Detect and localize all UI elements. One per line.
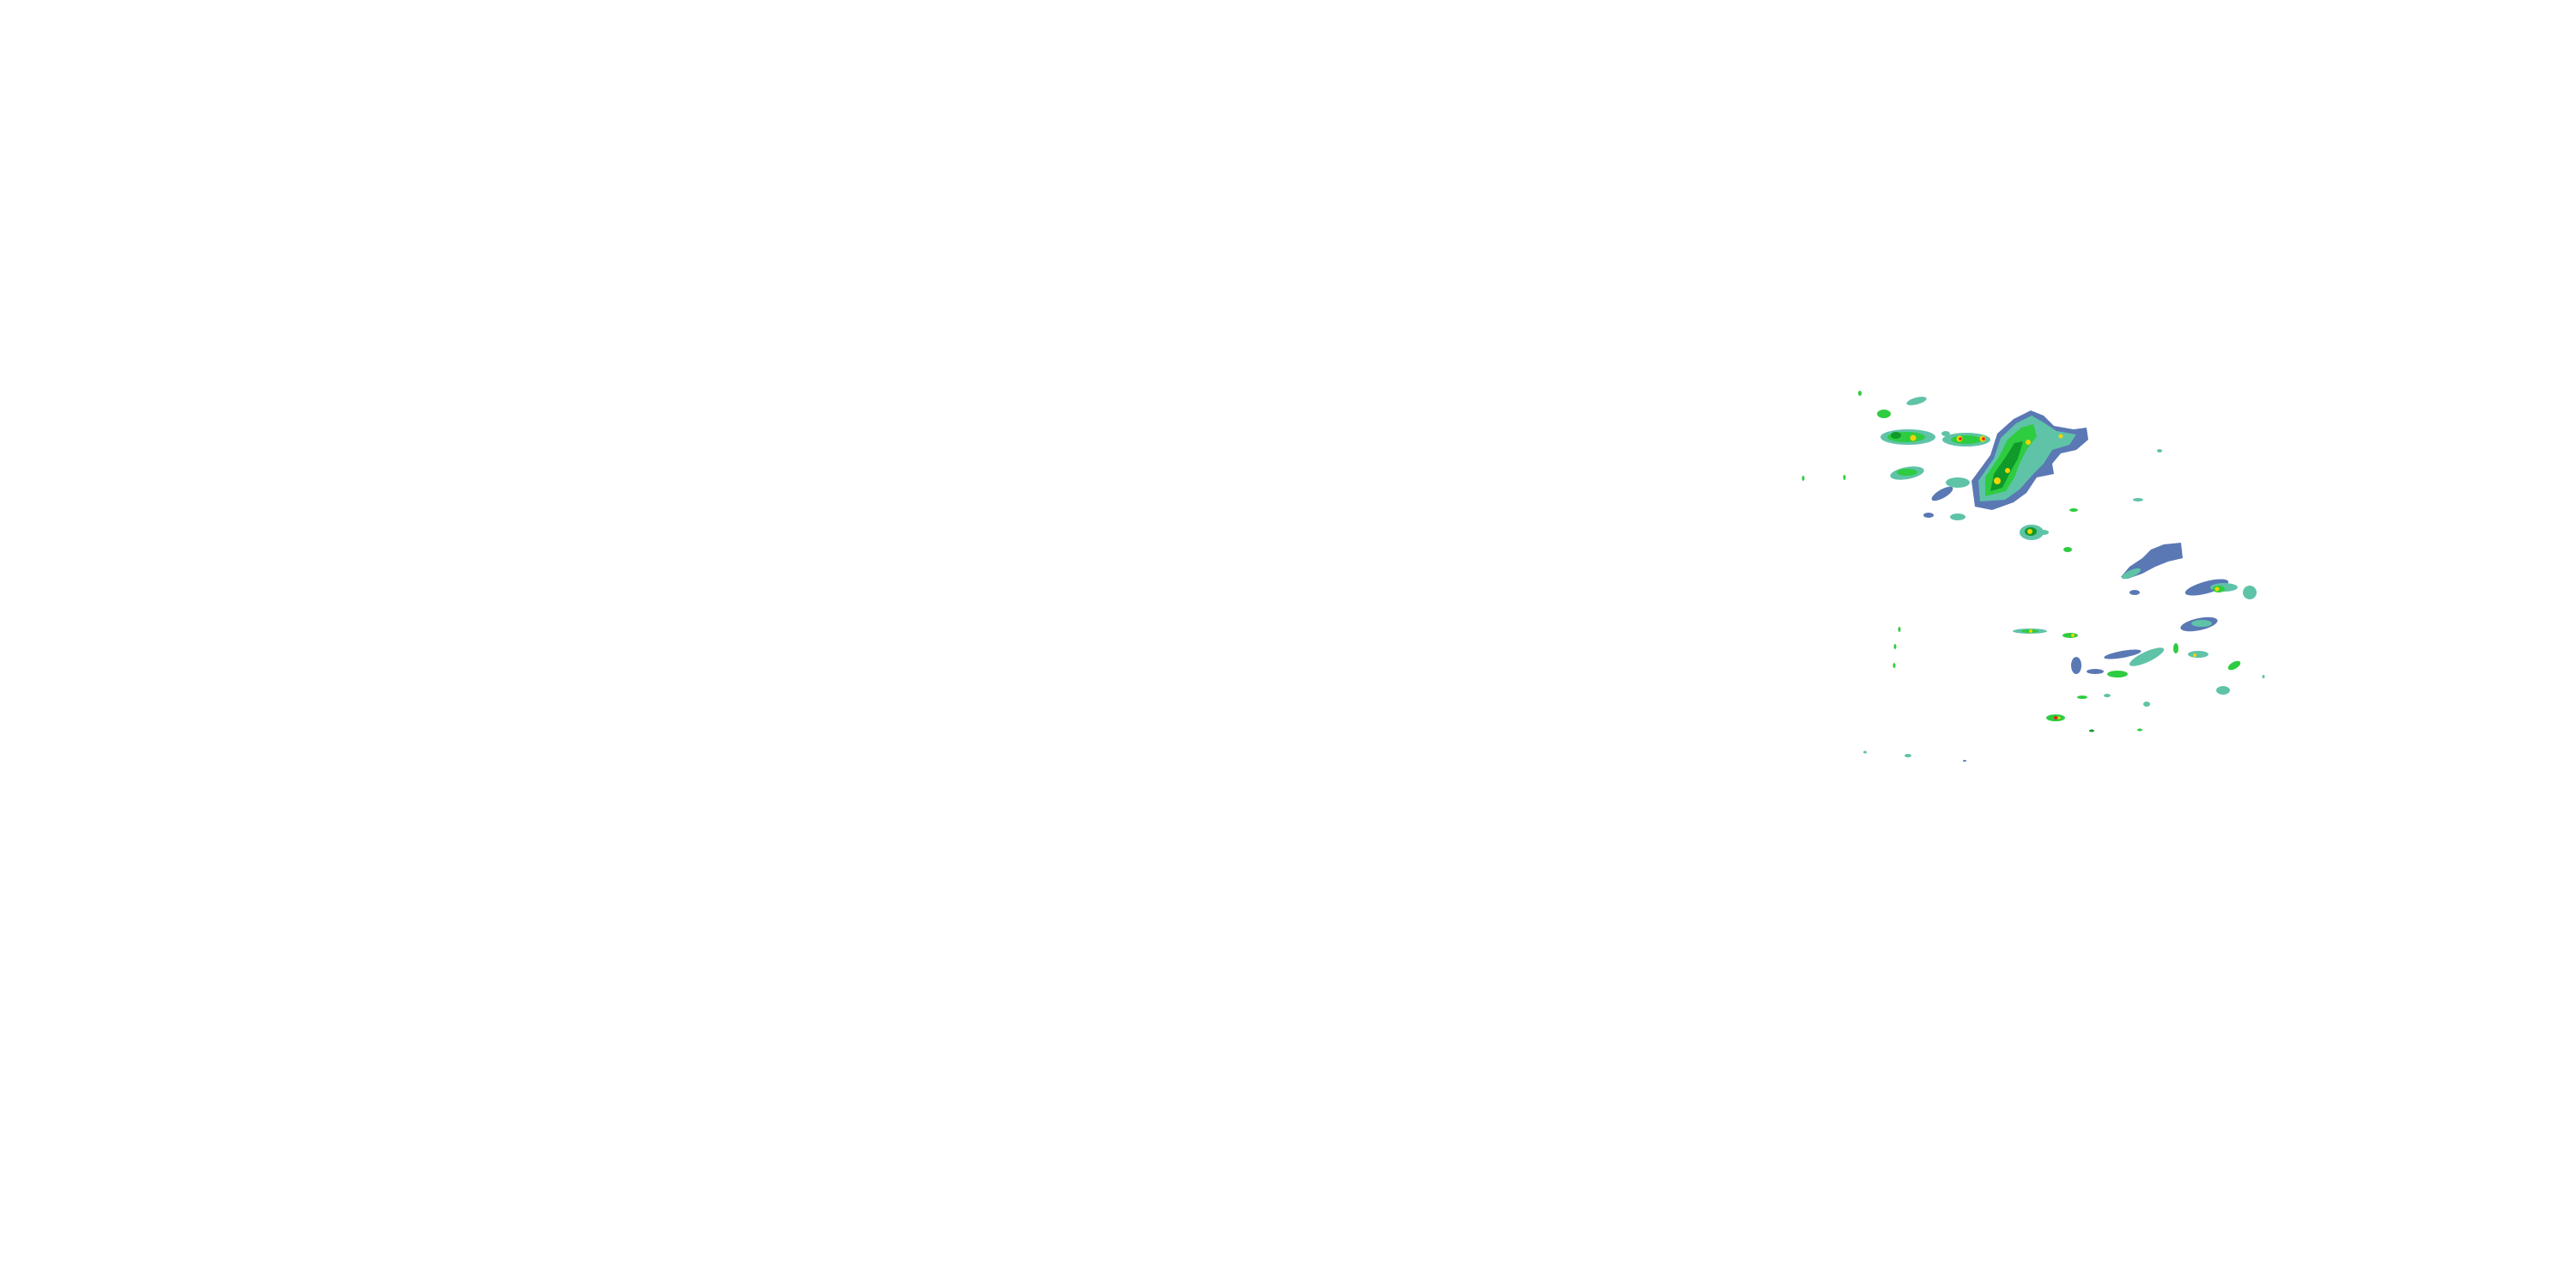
reflectivity-int [2029, 629, 2032, 633]
reflectivity-int [2071, 634, 2075, 637]
reflectivity-mod [2063, 547, 2072, 552]
precipitation-layer [1801, 391, 2265, 762]
reflectivity-low [2243, 586, 2257, 599]
reflectivity-int [1994, 477, 2001, 484]
reflectivity-int [2058, 434, 2063, 439]
storm-cells-south [2013, 629, 2241, 721]
storm-cell-main [1971, 410, 2088, 510]
reflectivity-ext [1982, 437, 1985, 440]
reflectivity-light [2087, 669, 2104, 674]
reflectivity-int [2026, 440, 2031, 445]
reflectivity-mod [2063, 633, 2078, 638]
reflectivity-heavy [1891, 432, 1901, 439]
precip-specks [1801, 391, 2265, 762]
reflectivity-low [2143, 702, 2150, 707]
reflectivity-light [2184, 579, 2229, 596]
reflectivity-mod [1843, 475, 1846, 480]
reflectivity-low [2038, 530, 2049, 535]
reflectivity-int [1910, 434, 1917, 441]
reflectivity-low [2191, 620, 2212, 627]
reflectivity-low [1905, 754, 1911, 757]
reflectivity-light [1931, 486, 1953, 501]
reflectivity-int [2027, 529, 2032, 534]
reflectivity-mod [1801, 476, 1805, 481]
reflectivity-mod [2077, 696, 2087, 699]
reflectivity-mod [2227, 660, 2241, 671]
reflectivity-low [1946, 477, 1970, 488]
reflectivity-light [1963, 760, 1966, 762]
reflectivity-mod [1893, 644, 1897, 649]
storm-cell-band-nw [1877, 397, 1990, 520]
reflectivity-low [2188, 651, 2208, 658]
reflectivity-mod [1951, 435, 1982, 444]
reflectivity-mod [2069, 508, 2078, 512]
reflectivity-light [2104, 649, 2142, 659]
reflectivity-int [2193, 653, 2196, 657]
reflectivity-low [2104, 694, 2111, 697]
reflectivity-low [1863, 750, 1867, 754]
reflectivity-mod [1898, 627, 1901, 632]
reflectivity-low [2133, 498, 2143, 501]
reflectivity-int [2057, 716, 2061, 720]
reflectivity-int [2005, 468, 2010, 473]
reflectivity-light [2071, 657, 2081, 674]
reflectivity-mod [2173, 643, 2178, 653]
reflectivity-ext [2054, 716, 2057, 720]
reflectivity-mod [1858, 391, 1862, 396]
reflectivity-heavy [2089, 729, 2094, 732]
reflectivity-light [1923, 513, 1934, 518]
reflectivity-mod [1893, 663, 1896, 668]
reflectivity-low [2262, 675, 2265, 678]
reflectivity-low [2121, 568, 2142, 580]
reflectivity-ext [1959, 437, 1962, 440]
reflectivity-low [2129, 647, 2165, 666]
reflectivity-light [2129, 590, 2140, 595]
storm-cells-mid [2020, 525, 2257, 632]
reflectivity-low [1941, 431, 1950, 436]
reflectivity-mod [2137, 728, 2142, 732]
reflectivity-low [1950, 513, 1965, 520]
reflectivity-mod [1877, 410, 1891, 418]
reflectivity-low [2216, 686, 2230, 695]
reflectivity-int [2215, 586, 2220, 592]
reflectivity-mod [2107, 671, 2128, 677]
reflectivity-mod [1897, 469, 1917, 476]
reflectivity-low [1906, 397, 1927, 405]
reflectivity-low [2157, 449, 2162, 453]
